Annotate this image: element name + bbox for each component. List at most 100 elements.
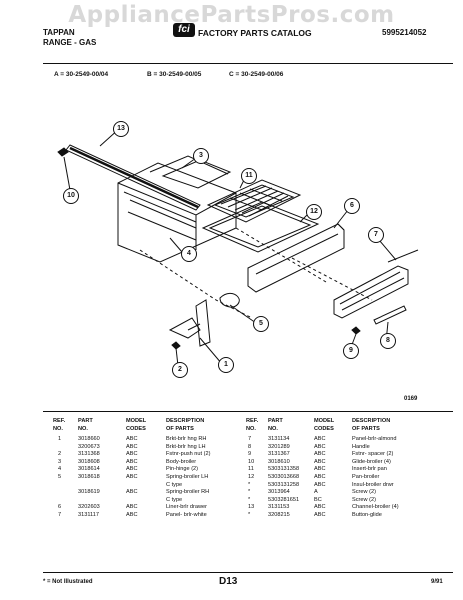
table-bottom-rule <box>43 572 453 574</box>
model-a: A = 30-2549-00/04 <box>54 71 109 78</box>
part-description: Insul-broiler drwr <box>352 481 394 488</box>
figure-code: 0169 <box>404 396 418 402</box>
part-ref-number: 10 <box>248 458 255 465</box>
part-description: Button-glide <box>352 511 382 518</box>
part-description: Glide-broiler (4) <box>352 458 391 465</box>
callout-1: 1 <box>218 357 234 373</box>
watermark: AppliancePartsPros.com <box>68 2 395 28</box>
part-row: C type <box>53 482 243 490</box>
handle-part <box>373 305 407 325</box>
catalog-date: 9/91 <box>431 579 443 585</box>
part-ref-number: 3 <box>58 458 62 465</box>
model-codes: ABC <box>126 458 138 465</box>
part-number: 3208215 <box>268 511 290 518</box>
exploded-parts-diagram <box>57 127 419 367</box>
callout-13: 13 <box>113 121 129 137</box>
part-description: C type <box>166 481 183 488</box>
header-ref: REF.NO. <box>53 418 66 432</box>
part-number: 5303131258 <box>268 481 300 488</box>
model-codes: ABC <box>126 511 138 518</box>
part-ref-number: 2 <box>58 451 62 458</box>
part-description: Screw (2) <box>352 489 376 496</box>
part-number: 3018608 <box>78 458 100 465</box>
part-description: Body-broiler <box>166 458 197 465</box>
callout-5: 5 <box>253 316 269 332</box>
model-codes: ABC <box>314 451 326 458</box>
broiler-panel-part <box>333 249 419 319</box>
part-ref-number: 8 <box>248 443 252 450</box>
part-ref-number: * <box>248 481 251 488</box>
part-row: * 3013964 A Screw (2) <box>246 489 459 497</box>
part-description: Pan-broiler <box>352 473 380 480</box>
part-description: Pin-hinge (2) <box>166 466 199 473</box>
model-codes: ABC <box>126 443 138 450</box>
glide-part <box>57 147 69 157</box>
part-number: 3200673 <box>78 443 100 450</box>
product-type: RANGE - GAS <box>43 38 97 47</box>
part-description: Fstnr-push nut (2) <box>166 451 211 458</box>
part-description: Brkt-brlr hng LH <box>166 443 206 450</box>
model-codes: ABC <box>314 443 326 450</box>
part-description: C type <box>166 496 183 503</box>
part-ref-number: 9 <box>248 451 252 458</box>
part-number: 3018614 <box>78 466 100 473</box>
part-ref-number: 1 <box>58 436 62 442</box>
part-description: Spring-broiler RH <box>166 489 210 496</box>
brand-name: TAPPAN <box>43 28 75 37</box>
model-codes: ABC <box>126 504 138 511</box>
part-ref-number: * <box>248 496 251 503</box>
part-number: 3131153 <box>268 504 290 511</box>
model-c: C = 30-2549-00/06 <box>229 71 284 78</box>
part-ref-number: 7 <box>58 511 62 518</box>
manufacturer-logo: fci <box>173 23 195 37</box>
table-top-rule <box>43 411 453 413</box>
model-codes: ABC <box>126 489 138 496</box>
callout-7: 7 <box>368 227 384 243</box>
spacer-part <box>351 326 361 335</box>
part-description: Panel-brlr-almond <box>352 436 397 442</box>
part-ref-number: * <box>248 489 251 496</box>
part-row: 3 3018608 ABC Body-broiler <box>53 459 243 467</box>
part-number: 3013964 <box>268 489 290 496</box>
model-codes: A <box>314 489 318 496</box>
callout-3: 3 <box>193 148 209 164</box>
model-b: B = 30-2549-00/05 <box>147 71 202 78</box>
part-ref-number: 13 <box>248 504 255 511</box>
part-number: 3131134 <box>268 436 290 442</box>
header-rule <box>43 63 453 65</box>
broiler-drawer-liner-part <box>247 223 345 293</box>
model-codes: ABC <box>126 473 138 480</box>
part-description: Channel-broiler (4) <box>352 504 399 511</box>
part-number: 5303281651 <box>268 496 300 503</box>
callout-9: 9 <box>343 343 359 359</box>
part-number: 3131117 <box>78 511 99 518</box>
model-codes: ABC <box>314 481 326 488</box>
model-codes: ABC <box>126 451 138 458</box>
broiler-pan-insert-part <box>206 179 302 223</box>
part-description: Fstnr- spacer (2) <box>352 451 394 458</box>
part-row: 3200673 ABC Brkt-brlr hng LH <box>53 444 243 452</box>
model-codes: ABC <box>314 511 326 518</box>
part-number: 3018618 <box>78 473 100 480</box>
part-row: * 5303131258 ABC Insul-broiler drwr <box>246 482 459 490</box>
model-codes: ABC <box>314 436 326 442</box>
callout-2: 2 <box>172 362 188 378</box>
callout-4: 4 <box>181 246 197 262</box>
